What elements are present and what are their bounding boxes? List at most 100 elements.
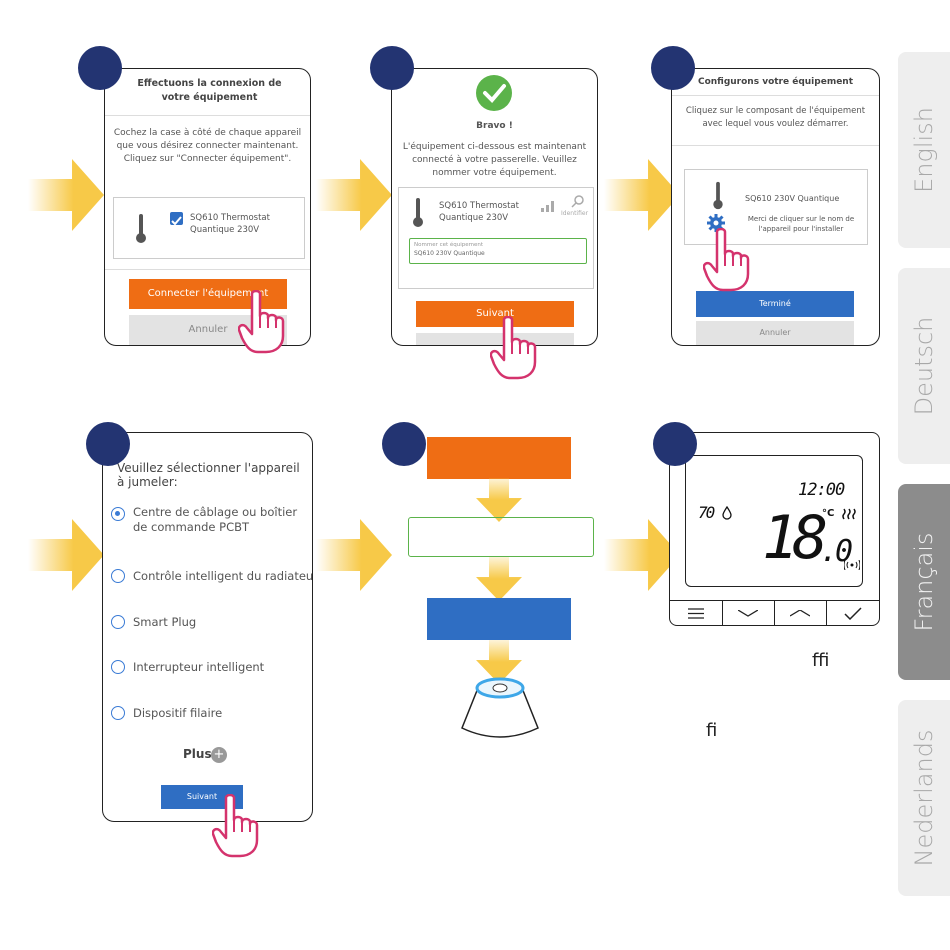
cancel-button[interactable]: Annuler (696, 321, 854, 345)
thermostat-time: 12:00 (798, 480, 845, 500)
identify-label: Identifier (561, 210, 589, 217)
orange-block (427, 437, 571, 479)
up-button[interactable] (774, 601, 827, 625)
thermostat-button-bar (670, 600, 879, 625)
thermostat-device: 12:00 70 18 .0 °C (669, 432, 880, 626)
step-arrow-4 (28, 519, 104, 591)
chevron-down-icon (738, 610, 758, 617)
language-label-francais: Français (910, 532, 938, 632)
menu-button[interactable] (670, 601, 723, 625)
cancel-button-partial[interactable] (416, 333, 574, 345)
step-number-3 (651, 46, 695, 90)
step2-device-name: SQ610 Thermostat Quantique 230V (439, 201, 519, 223)
thermostat-unit: °C (822, 508, 835, 519)
step-number-2 (370, 46, 414, 90)
step3-device-name: SQ610 230V Quantique (745, 194, 840, 203)
divider (105, 115, 310, 116)
step3-instruction: Cliquez sur le composant de l'équipement… (685, 106, 866, 129)
done-button[interactable]: Terminé (696, 291, 854, 317)
thermometer-icon (413, 198, 423, 227)
step1-instruction: Cochez la case à côté de chaque appareil… (113, 128, 302, 164)
ligature-glyph-1: ﬃ (812, 650, 830, 671)
option-radio-4[interactable] (111, 660, 125, 674)
step3-panel: Configurons votre équipement Cliquez sur… (671, 68, 880, 346)
step2-message: L'équipement ci-dessous est maintenant c… (402, 142, 587, 178)
ligature-glyph-2: ﬁ (706, 720, 718, 741)
language-tab-deutsch[interactable]: Deutsch (898, 268, 950, 464)
option-label-4[interactable]: Interrupteur intelligent (133, 660, 265, 674)
divider (672, 95, 879, 96)
thermostat-humidity: 70 (698, 503, 715, 522)
green-outline-block (408, 517, 594, 557)
step1-device-name: SQ610 Thermostat Quantique 230V (190, 213, 270, 235)
confirm-button[interactable] (826, 601, 879, 625)
option-radio-5[interactable] (111, 706, 125, 720)
success-text: Bravo ! (476, 121, 513, 131)
step2-panel: Bravo ! L'équipement ci-dessous est main… (391, 68, 598, 346)
option-radio-3[interactable] (111, 615, 125, 629)
option-label-5[interactable]: Dispositif filaire (133, 706, 223, 720)
step-number-4 (86, 422, 130, 466)
pointer-hand-icon (238, 290, 285, 354)
language-tab-nederlands[interactable]: Nederlands (898, 700, 950, 896)
language-tab-francais[interactable]: Français (898, 484, 950, 680)
step3-hint: Merci de cliquer sur le nom de l'apparei… (747, 215, 855, 233)
step4-panel: Veuillez sélectionner l'appareil à jumel… (102, 432, 313, 822)
name-field-value: SQ610 230V Quantique (414, 250, 485, 257)
step-arrow-2 (316, 159, 392, 231)
pointer-hand-icon (490, 316, 537, 380)
divider (105, 269, 310, 270)
gateway-device-icon (461, 677, 539, 738)
name-field-label: Nommer cet équipement (414, 242, 484, 248)
pointer-hand-icon (212, 794, 259, 858)
name-field[interactable]: Nommer cet équipement SQ610 230V Quantiq… (409, 238, 587, 264)
step-arrow-6 (604, 519, 680, 591)
thermometer-icon (136, 214, 146, 243)
language-label-deutsch: Deutsch (910, 316, 938, 416)
step3-title: Configurons votre équipement (697, 77, 854, 87)
option-label-2[interactable]: Contrôle intelligent du radiateur (133, 569, 313, 583)
option-label-3[interactable]: Smart Plug (133, 615, 197, 629)
more-label[interactable]: Plus (183, 747, 212, 761)
option-label-1[interactable]: Centre de câblage ou boîtier de commande… (133, 505, 298, 534)
thermometer-icon (713, 181, 723, 210)
identify-icon[interactable] (571, 194, 585, 208)
device-checkbox[interactable] (170, 212, 183, 226)
check-icon (171, 216, 182, 226)
menu-icon (688, 608, 704, 619)
step-arrow-3 (604, 159, 680, 231)
pointer-hand-icon (703, 228, 750, 292)
step4-title: Veuillez sélectionner l'appareil à jumel… (117, 461, 300, 489)
option-radio-1[interactable] (111, 507, 125, 521)
step-number-6 (653, 422, 697, 466)
down-arrow-1 (476, 478, 522, 522)
heating-icon (842, 508, 856, 520)
down-arrow-2 (476, 557, 522, 601)
down-button[interactable] (722, 601, 775, 625)
step1-title: Effectuons la connexion de votre équipem… (137, 78, 282, 103)
blue-block (427, 598, 571, 640)
signal-icon (541, 201, 554, 212)
check-icon (844, 607, 862, 620)
language-label-english: English (910, 107, 938, 193)
wireless-icon (844, 560, 860, 570)
divider (672, 145, 879, 146)
step-arrow-5 (316, 519, 392, 591)
option-radio-2[interactable] (111, 569, 125, 583)
down-arrow-3 (476, 640, 522, 684)
thermostat-screen: 12:00 70 18 .0 °C (685, 455, 863, 587)
thermostat-temp-main: 18 (762, 503, 828, 573)
step2-device-card: SQ610 Thermostat Quantique 230V Identifi… (398, 187, 594, 289)
check-icon (483, 84, 506, 103)
language-label-nederlands: Nederlands (910, 729, 938, 867)
step-arrow-1 (28, 159, 104, 231)
next-button[interactable]: Suivant (416, 301, 574, 327)
chevron-up-icon (790, 610, 810, 617)
language-tab-english[interactable]: English (898, 52, 950, 248)
plus-icon[interactable]: + (211, 747, 227, 763)
step-number-5 (382, 422, 426, 466)
step-number-1 (78, 46, 122, 90)
humidity-drop-icon (722, 506, 732, 520)
step1-device-row[interactable]: SQ610 Thermostat Quantique 230V (113, 197, 305, 259)
success-icon (476, 75, 512, 111)
